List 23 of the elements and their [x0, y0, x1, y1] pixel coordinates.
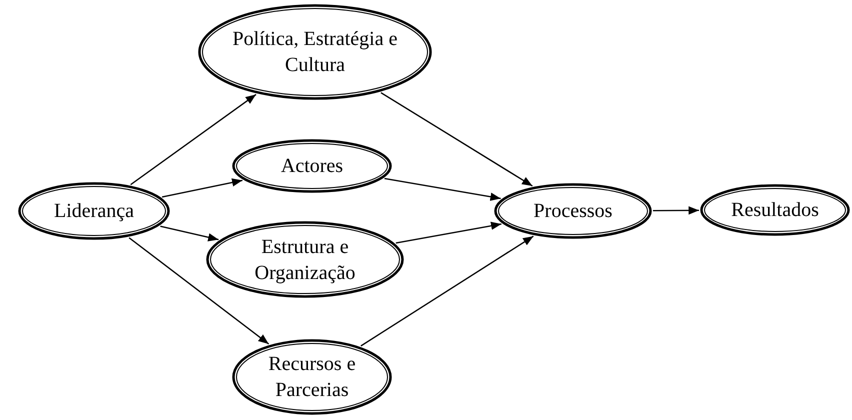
node-label: Estrutura e Organização [254, 234, 356, 286]
ellipse-node [232, 339, 392, 415]
arrow [160, 226, 219, 242]
arrow [396, 222, 502, 244]
arrow [380, 92, 533, 187]
node-label: Actores [280, 154, 344, 179]
node-label: Recursos e Parcerias [267, 352, 357, 403]
arrow [653, 206, 699, 215]
arrow [162, 178, 243, 198]
ellipse-node [494, 183, 652, 239]
ellipse-node [232, 139, 392, 193]
node-label: Processos [532, 199, 614, 224]
arrow [384, 178, 501, 201]
arrow [128, 237, 270, 345]
ellipse-node [206, 221, 404, 298]
arrow [130, 94, 256, 186]
node-label: Política, Estratégia e Cultura [232, 27, 398, 78]
ellipse-node [198, 4, 432, 100]
node-label: Liderança [53, 199, 135, 224]
ellipse-node [18, 182, 170, 240]
ellipse-node [700, 184, 850, 236]
arrow [360, 236, 534, 346]
node-label: Resultados [730, 198, 820, 223]
